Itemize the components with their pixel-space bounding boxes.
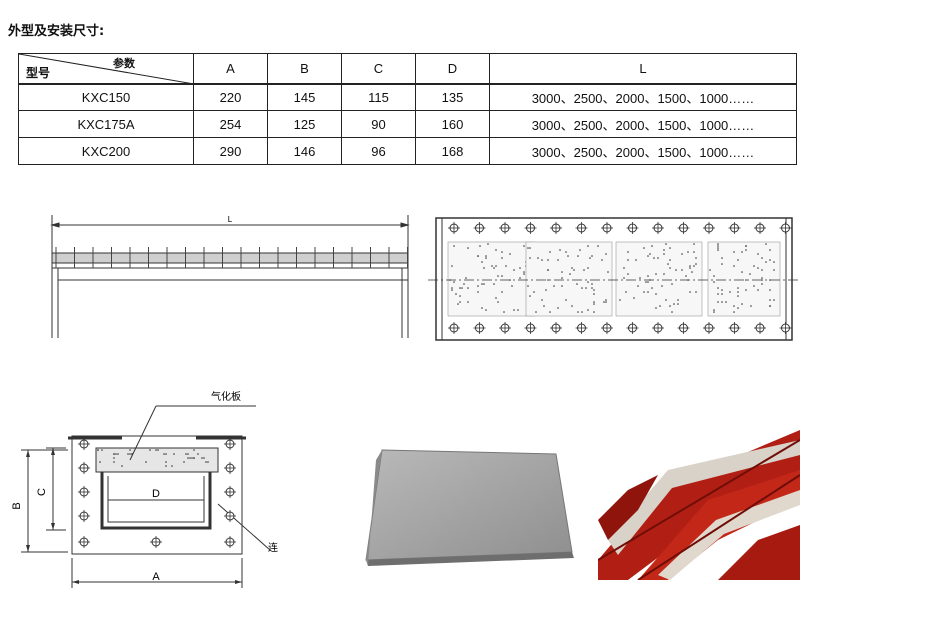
column-header-b: B: [267, 53, 342, 85]
cell-a: 220: [193, 83, 268, 111]
side-view-drawing: L: [50, 215, 410, 338]
table-row: KXC175A 254 125 90 160 3000、2500、2000、15…: [18, 110, 797, 138]
dimension-label-c: C: [36, 488, 48, 496]
chute-stack-photo: [598, 430, 800, 580]
cell-c: 115: [341, 83, 416, 111]
model-cell: KXC175A: [18, 110, 194, 138]
cell-c: 96: [341, 137, 416, 165]
corner-header-cell: 参数 型号: [18, 53, 194, 85]
top-view-drawing: [428, 217, 800, 341]
cell-b: 125: [267, 110, 342, 138]
spec-table: 参数 型号 A B C D L KXC150 220 145 115 135 3…: [18, 53, 797, 165]
dimension-label-b: B: [11, 502, 23, 509]
cell-l: 3000、2500、2000、1500、1000……: [489, 110, 797, 138]
section-title: 外型及安装尺寸:: [8, 24, 105, 39]
cross-section-drawing: 气化板 连接法兰 A B C D: [11, 390, 278, 588]
cell-c: 90: [341, 110, 416, 138]
table-row: KXC150 220 145 115 135 3000、2500、2000、15…: [18, 83, 797, 111]
column-header-l: L: [489, 53, 797, 85]
cell-a: 290: [193, 137, 268, 165]
cell-d: 168: [415, 137, 490, 165]
cell-d: 160: [415, 110, 490, 138]
callout-connecting-flange: 连接法兰: [268, 541, 278, 554]
cell-b: 146: [267, 137, 342, 165]
model-cell: KXC150: [18, 83, 194, 111]
cell-b: 145: [267, 83, 342, 111]
cell-l: 3000、2500、2000、1500、1000……: [489, 83, 797, 111]
column-header-c: C: [341, 53, 416, 85]
callout-aeration-plate: 气化板: [211, 390, 241, 403]
param-label: 参数: [113, 58, 135, 70]
aeration-plate-photo: [365, 449, 574, 566]
table-row: KXC200 290 146 96 168 3000、2500、2000、150…: [18, 137, 797, 165]
model-cell: KXC200: [18, 137, 194, 165]
dimension-label-d: D: [152, 488, 160, 500]
column-header-d: D: [415, 53, 490, 85]
cell-d: 135: [415, 83, 490, 111]
dimension-label-a: A: [152, 571, 160, 583]
cell-l: 3000、2500、2000、1500、1000……: [489, 137, 797, 165]
diagonal-divider: [19, 54, 194, 84]
model-label: 型号: [26, 65, 51, 80]
dimension-label-l: L: [228, 215, 233, 224]
cell-a: 254: [193, 110, 268, 138]
table-header-row: 参数 型号 A B C D L: [18, 53, 797, 85]
column-header-a: A: [193, 53, 268, 85]
